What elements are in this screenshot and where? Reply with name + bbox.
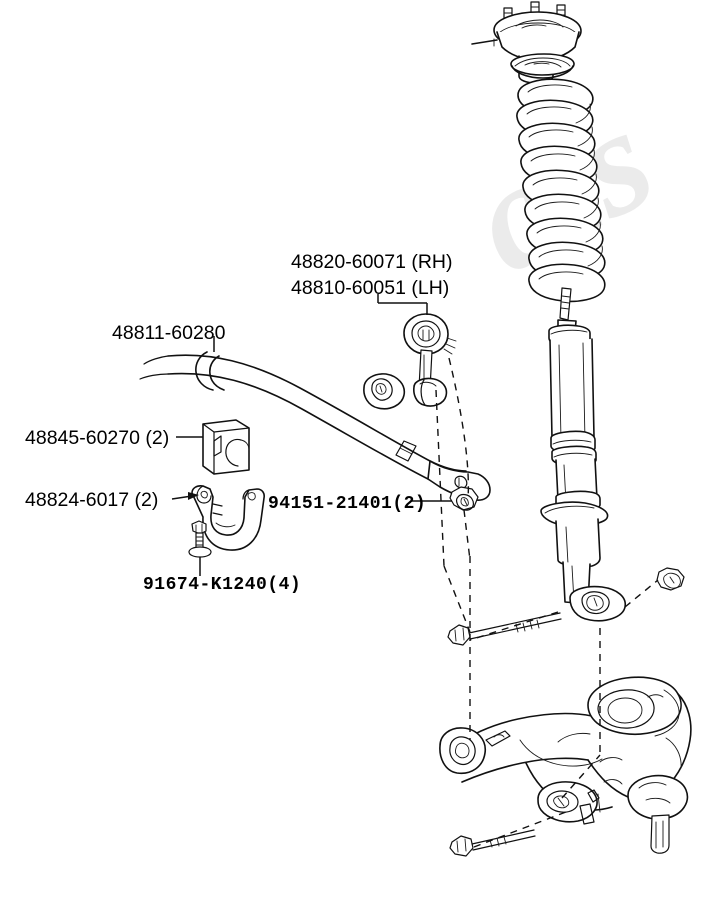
stabilizer-link xyxy=(403,313,457,407)
coil-spring xyxy=(516,78,606,303)
label-stabilizer-bar: 48811-60280 xyxy=(112,322,226,344)
lower-bolt-head xyxy=(449,835,474,857)
stabilizer-link-upper-bushing xyxy=(403,313,449,355)
leader-bracket-arrow xyxy=(188,492,199,500)
label-bracket-bolt: 91674-K1240(4) xyxy=(143,575,301,595)
labels-group: 48820-60071 (RH) 48810-60051 (LH) 48811-… xyxy=(25,251,453,595)
lower-control-arm xyxy=(439,676,692,854)
bracket-bolt xyxy=(188,520,212,558)
stabilizer-link-bushing-loose xyxy=(363,373,406,410)
leader-stabilizer-link xyxy=(377,294,428,315)
stabilizer-bar-bushing xyxy=(202,419,250,475)
lower-arm-front-bushing xyxy=(439,727,487,775)
label-stabilizer-link-rh: 48820-60071 (RH) xyxy=(291,251,453,273)
lower-ball-joint xyxy=(627,774,689,820)
label-stabilizer-bushing: 48845-60270 (2) xyxy=(25,427,169,449)
stabilizer-bar xyxy=(139,351,491,501)
upper-spring-seat xyxy=(510,53,575,79)
bolt-head xyxy=(191,520,207,535)
lower-arm-rear-bushing-housing xyxy=(587,676,682,736)
through-bolt-head xyxy=(447,624,471,646)
assembly-guide-lines xyxy=(435,357,659,848)
lower-arm-center-boss xyxy=(537,781,598,823)
label-leaders xyxy=(171,294,452,576)
ball-joint-stud xyxy=(650,814,670,854)
stabilizer-bar-bracket xyxy=(191,485,265,551)
label-link-nut: 94151-21401(2) xyxy=(268,494,426,514)
bracket-body xyxy=(191,485,265,551)
label-stabilizer-bracket: 48824-6017 (2) xyxy=(25,489,158,511)
lower-arm-lower-bolt xyxy=(449,829,536,857)
shock-absorber xyxy=(540,287,627,622)
bushing-body xyxy=(202,419,250,475)
label-stabilizer-link-lh: 48810-60051 (LH) xyxy=(291,277,449,299)
stabilizer-link-nut xyxy=(449,486,479,511)
bolt-flange-washer xyxy=(188,546,212,558)
shock-lower-nut xyxy=(656,567,685,591)
shock-cylinder xyxy=(549,338,595,447)
